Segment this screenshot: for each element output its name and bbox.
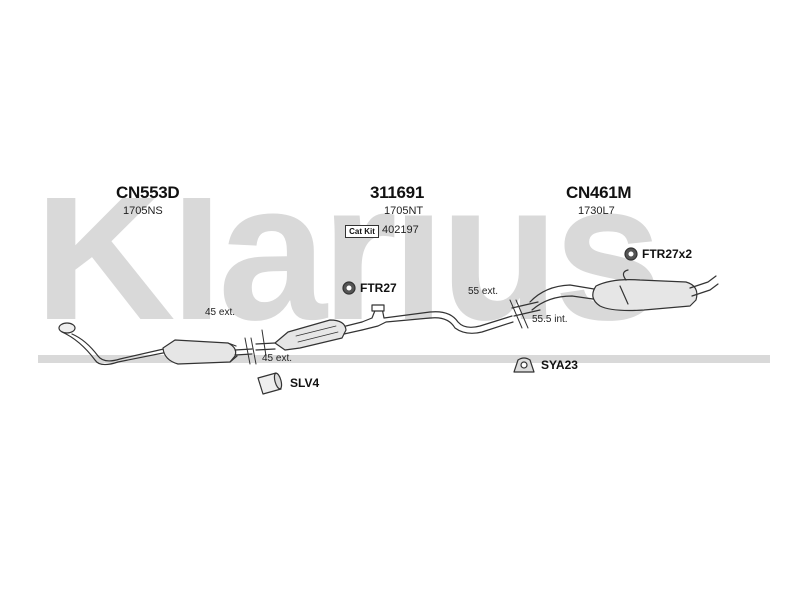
- dim-rear-ext: 55 ext.: [468, 286, 499, 297]
- front-flange: [58, 322, 76, 334]
- section-code-front: CN553D: [116, 183, 180, 202]
- watermark-underline: [38, 355, 770, 363]
- dim-front-ext-top: 45 ext.: [205, 307, 236, 318]
- cat-kit-number: 402197: [382, 224, 419, 236]
- section-ref-rear: 1730L7: [578, 205, 615, 217]
- section-ref-front: 1705NS: [123, 205, 163, 217]
- catalytic-converter: [274, 319, 363, 351]
- fitting-ftr27-label: FTR27: [360, 281, 397, 295]
- sya23-icon: [513, 357, 535, 373]
- front-joint: [244, 329, 276, 365]
- slv4-icon: [257, 372, 283, 395]
- dim-rear-int: 55.5 int.: [532, 314, 568, 325]
- dim-front-ext-bottom: 45 ext.: [262, 353, 293, 364]
- front-pipe: [58, 322, 169, 366]
- rear-silencer: [529, 269, 719, 312]
- front-silencer: [162, 339, 253, 365]
- rear-joint: [509, 299, 541, 329]
- section-code-cat: 311691: [370, 183, 424, 202]
- watermark-brand-text: Klarius: [34, 198, 662, 361]
- fitting-ftr27x2-label: FTR27x2: [642, 247, 693, 261]
- section-code-rear: CN461M: [566, 183, 632, 202]
- fitting-slv4-label: SLV4: [290, 376, 320, 390]
- section-ref-cat: 1705NT: [384, 205, 424, 217]
- brand-watermark: Klarius: [28, 198, 778, 368]
- intermediate-pipe: [361, 304, 514, 334]
- fitting-sya23-label: SYA23: [541, 358, 578, 372]
- cat-kit-badge: Cat Kit: [345, 225, 379, 238]
- ftr27x2-icon: [624, 247, 638, 261]
- ftr27-icon: [342, 281, 356, 295]
